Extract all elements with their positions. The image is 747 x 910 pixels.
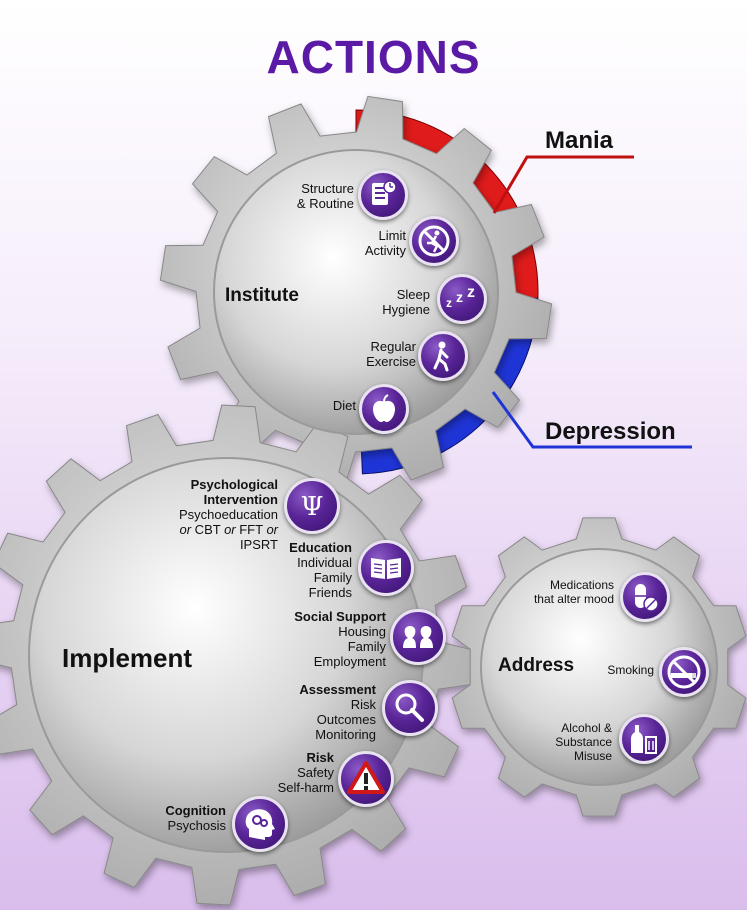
magnifier-icon [382,680,438,736]
item-line: Friends [308,585,352,600]
item-line: Psychosis [167,818,226,833]
limit-activity-label: Limit Activity [318,228,406,258]
item-line: or CBT or FFT or [148,522,279,537]
item-line: Safety [297,765,334,780]
institute-label: Institute [225,285,299,306]
cognition-label: Cognition Psychosis [150,803,226,833]
item-heading: Psychological [190,477,278,492]
bottle-glass-icon [619,714,669,764]
two-heads-icon [390,609,446,665]
pills-icon [620,572,670,622]
structure-routine-label: Structure & Routine [268,181,354,211]
depression-label: Depression [545,418,676,445]
item-line: Self-harm [277,780,334,795]
item-heading: Intervention [203,492,278,507]
item-line: Limit [378,228,406,243]
page-title: ACTIONS [266,31,481,83]
mania-leader-line [492,155,634,214]
item-line: Exercise [366,354,416,369]
item-line: Individual [297,555,352,570]
open-book-icon [358,540,414,596]
item-heading: Social Support [294,609,386,624]
item-heading: Cognition [165,803,226,818]
assessment-label: Assessment Risk Outcomes Monitoring [262,682,376,742]
depression-leader-line [491,391,692,449]
item-line: Risk [350,697,376,712]
apple-icon [359,384,409,434]
head-gears-icon [232,796,288,852]
item-heading: Assessment [299,682,376,697]
item-heading: Education [289,540,352,555]
item-line: Employment [313,654,386,669]
item-line: Sleep [396,287,430,302]
item-line: Alcohol & [561,721,612,735]
item-line: Substance [555,735,612,749]
psi-symbol-icon: Ψ [284,478,340,534]
item-line: IPSRT [239,537,278,552]
smoking-label: Smoking [607,663,654,677]
or-text: or [179,522,192,537]
social-support-label: Social Support Housing Family Employment [266,609,386,669]
cbt-text: CBT [191,522,225,537]
warning-triangle-icon [338,751,394,807]
item-line: Medications [549,578,614,592]
no-running-icon [409,216,459,266]
svg-text:z: z [467,284,475,301]
psychological-intervention-label: Psychological Intervention Psychoeducati… [148,477,278,552]
sleep-hygiene-label: Sleep Hygiene [330,287,430,317]
item-line: & Routine [296,196,354,211]
implement-label: Implement [62,643,193,673]
no-smoking-icon [659,647,709,697]
walking-person-icon [418,331,468,381]
diet-label: Diet [332,398,356,413]
item-line: Monitoring [315,727,376,742]
item-line: Regular [370,339,416,354]
item-line: Psychoeducation [178,507,278,522]
item-line: Misuse [573,749,612,763]
item-line: Activity [364,243,406,258]
address-label: Address [498,655,575,676]
mania-label: Mania [545,127,614,154]
svg-text:Ψ: Ψ [301,492,324,522]
item-line: Structure [301,181,354,196]
risk-label: Risk Safety Self-harm [260,750,334,795]
or-text: or [224,522,236,537]
fft-text: FFT [235,522,267,537]
alcohol-substance-label: Alcohol & Substance Misuse [536,721,612,763]
item-line: Family [313,570,352,585]
or-text: or [266,522,278,537]
svg-text:z: z [446,296,452,310]
regular-exercise-label: Regular Exercise [320,339,416,369]
item-line: Family [347,639,386,654]
item-line: Hygiene [382,302,430,317]
medications-label: Medications that alter mood [512,578,614,606]
svg-text:z: z [456,289,463,305]
checklist-clock-icon [358,170,408,220]
item-line: Housing [338,624,386,639]
item-line: Outcomes [316,712,376,727]
item-line: that alter mood [533,592,614,606]
item-heading: Risk [306,750,334,765]
education-label: Education Individual Family Friends [262,540,352,600]
